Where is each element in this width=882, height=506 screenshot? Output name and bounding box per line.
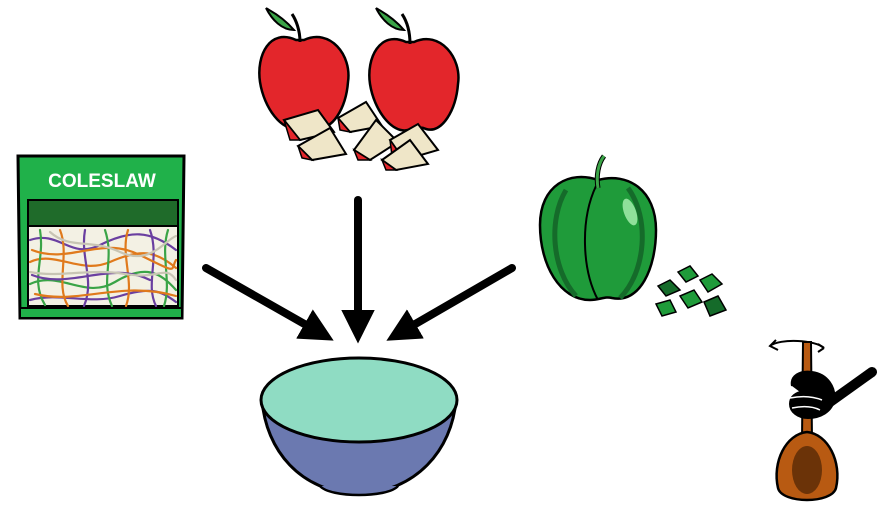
- arrow-from-coleslaw: [206, 268, 322, 334]
- coleslaw-bag-label: COLESLAW: [48, 171, 156, 192]
- apples-icon: [259, 8, 458, 170]
- stirring-spoon-icon: [770, 340, 872, 500]
- arrow-from-pepper: [398, 268, 512, 334]
- arrows: [206, 200, 512, 334]
- green-pepper-icon: [540, 156, 656, 300]
- diced-pepper-icon: [656, 266, 726, 316]
- mixing-bowl-icon: [261, 358, 457, 495]
